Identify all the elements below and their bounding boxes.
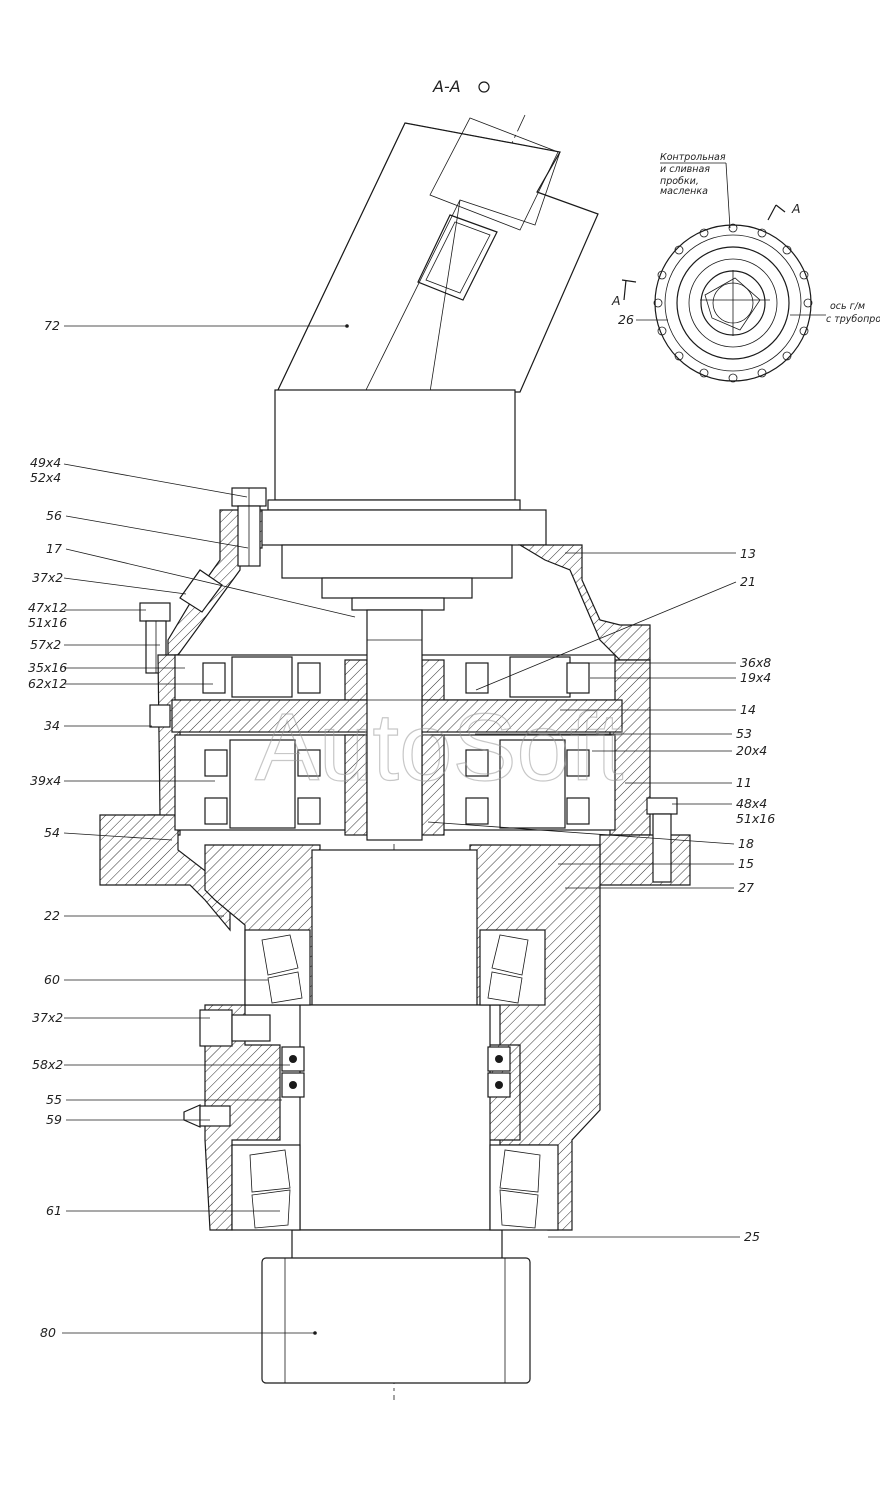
motor-flange (247, 389, 547, 611)
bolt-49 (231, 487, 267, 567)
callout-15: 15 (738, 856, 754, 871)
output-shaft (291, 849, 503, 1261)
callout-59: 59 (46, 1112, 62, 1127)
section-mark-top: A (791, 201, 801, 216)
fitting-59 (183, 1104, 231, 1128)
callout-20x4: 20x4 (736, 743, 767, 758)
section-mark-left: A (611, 293, 621, 308)
hydraulic-motor (276, 117, 599, 393)
callout-57x2: 57x2 (30, 637, 61, 652)
callout-51x16-left: 51x16 (28, 615, 67, 630)
callout-22: 22 (44, 908, 60, 923)
callout-37x2-top: 37x2 (32, 570, 63, 585)
callout-52x4: 52x4 (30, 470, 61, 485)
bearing-61 (231, 1144, 559, 1231)
callouts-left: 72 49x4 52x4 56 17 37x2 47x12 51x16 57x2… (28, 318, 356, 1340)
detail-note-line-3: пробки, (660, 176, 699, 187)
callout-60: 60 (44, 972, 60, 987)
callout-49x4: 49x4 (30, 455, 61, 470)
callout-51x16-right: 51x16 (736, 811, 775, 826)
detail-note-line-2: и сливная (660, 164, 710, 175)
plug-37-lower (199, 1009, 271, 1047)
bolt-48 (646, 797, 678, 883)
callout-37x2-lower: 37x2 (32, 1010, 63, 1025)
callout-80: 80 (40, 1325, 56, 1340)
callout-58x2: 58x2 (32, 1057, 63, 1072)
callout-14: 14 (740, 702, 756, 717)
callout-48x4: 48x4 (736, 796, 767, 811)
bearing-60 (244, 929, 546, 1006)
callout-11: 11 (736, 775, 752, 790)
sun-shaft (366, 609, 423, 841)
callout-34: 34 (44, 718, 60, 733)
callout-61: 61 (46, 1203, 62, 1218)
section-title-text: A-A (432, 77, 461, 96)
callout-55: 55 (46, 1092, 62, 1107)
callout-13: 13 (740, 546, 756, 561)
callout-36x8: 36x8 (740, 655, 771, 670)
callout-27: 27 (738, 880, 754, 895)
callout-17: 17 (46, 541, 62, 556)
callout-35x16: 35x16 (28, 660, 67, 675)
detail-note-line-4: масленка (660, 186, 708, 197)
detail-note-line-1: Контрольная (660, 152, 726, 163)
callout-39x4: 39x4 (30, 773, 61, 788)
detail-label-26: 26 (618, 312, 634, 327)
callout-56: 56 (46, 508, 62, 523)
bearing-58 (281, 1046, 511, 1098)
callout-19x4: 19x4 (740, 670, 771, 685)
callout-54: 54 (44, 825, 60, 840)
callout-18: 18 (738, 836, 754, 851)
rotation-icon (478, 81, 490, 93)
detail-axis-note-2: с трубопро (826, 314, 880, 325)
detail-bolt-holes (653, 223, 813, 383)
callout-62x12: 62x12 (28, 676, 67, 691)
callout-25: 25 (744, 1229, 760, 1244)
detail-end-view: Контрольная и сливная пробки, масленка (611, 152, 880, 383)
callout-47x12: 47x12 (28, 600, 67, 615)
callouts-right: 13 21 36x8 19x4 14 53 20x4 11 48x4 51x16… (427, 546, 775, 1244)
callout-53: 53 (736, 726, 752, 741)
output-drum (261, 1257, 531, 1384)
callout-21: 21 (740, 574, 756, 589)
watermark: AutoSoft (255, 694, 623, 801)
callout-72: 72 (44, 318, 60, 333)
detail-axis-note-1: ось г/м (830, 301, 865, 312)
section-title: A-A (432, 77, 490, 96)
